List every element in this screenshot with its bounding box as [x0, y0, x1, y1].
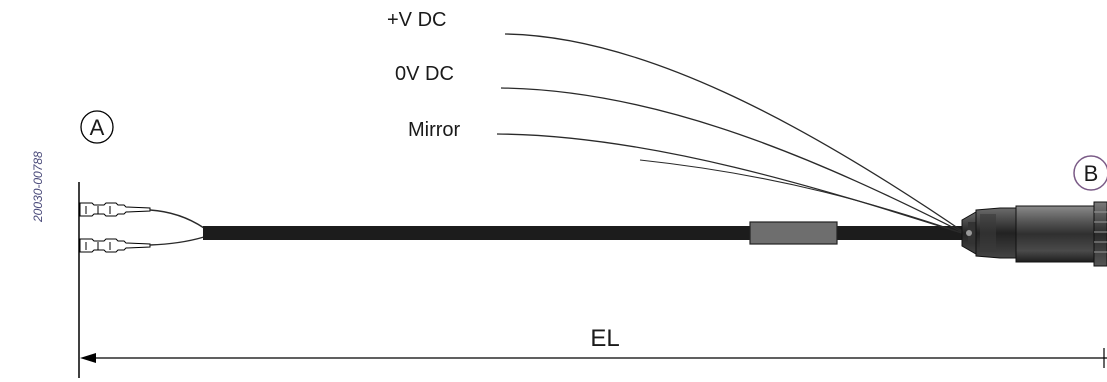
- cable-sleeve: [749, 221, 838, 245]
- document-id: 20030-00788: [31, 151, 45, 223]
- cable-jacket: [203, 226, 966, 240]
- marker-a-label: A: [90, 115, 105, 140]
- m12-connector-icon: [961, 201, 1107, 267]
- wire-fourth: [639, 159, 969, 236]
- marker-b: B: [1073, 155, 1107, 191]
- wire-label-plus-v-dc: +V DC: [387, 9, 446, 31]
- marker-a: A: [80, 110, 114, 144]
- crimp-terminal-icon: [79, 202, 151, 253]
- dimension-arrow-icon: [80, 348, 1107, 368]
- terminal-wire-lower: [149, 236, 205, 246]
- dimension-label-el: EL: [590, 325, 619, 352]
- terminal-wire-upper: [149, 209, 205, 229]
- wire-plus-v-dc: [504, 33, 969, 236]
- marker-b-label: B: [1084, 161, 1099, 186]
- wire-label-mirror: Mirror: [408, 119, 461, 141]
- wire-0v-dc: [500, 87, 969, 236]
- wire-mirror: [496, 133, 969, 236]
- wire-label-0v-dc: 0V DC: [395, 63, 454, 85]
